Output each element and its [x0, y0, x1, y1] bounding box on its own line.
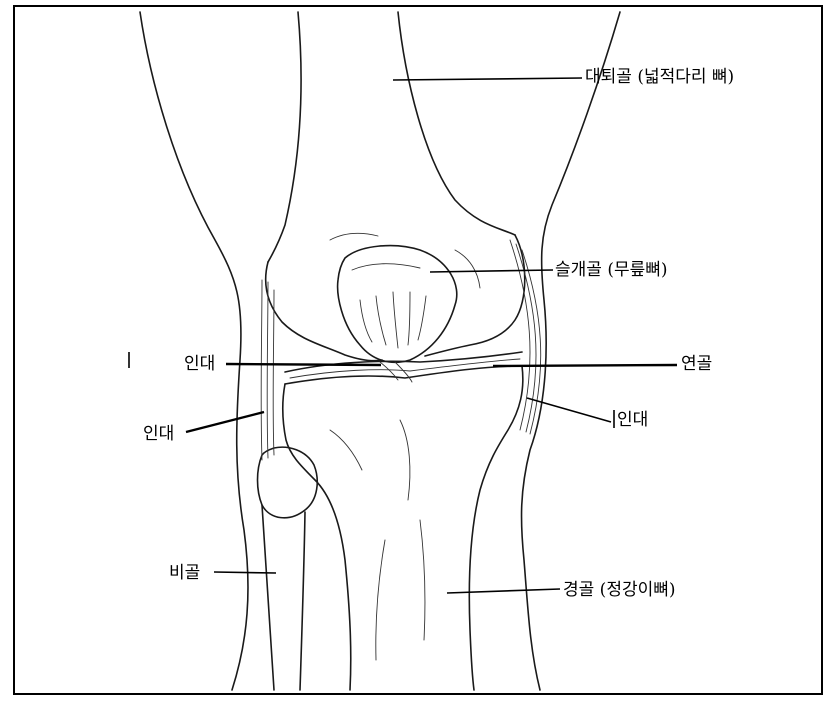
tibia-plateau-right	[469, 366, 523, 690]
femoral-condyle-right	[425, 235, 525, 356]
label-ligament-left: 인대	[143, 424, 174, 444]
label-ligament-center: 인대	[184, 354, 215, 374]
fibula-shaft-right	[300, 512, 305, 690]
tibia-plateau-left	[283, 384, 351, 690]
meniscus-band-bottom	[285, 366, 522, 384]
femur-shaft-right	[398, 12, 515, 235]
fibula-shaft-left	[262, 505, 274, 690]
femoral-condyle-left	[266, 262, 382, 361]
medial-ligament-lines	[261, 280, 262, 460]
label-fibula: 비골	[169, 563, 200, 583]
label-cartilage: 연골	[681, 354, 712, 374]
femur-shaft-left	[268, 12, 301, 262]
leader-femur	[393, 78, 582, 80]
leader-cartilage	[493, 365, 677, 366]
label-ligament-right: 인대	[617, 410, 648, 430]
label-patella: 슬개골 (무릎뼈)	[555, 260, 668, 280]
label-femur: 대퇴골 (넓적다리 뼈)	[585, 67, 734, 87]
leg-outline-left	[140, 12, 248, 690]
leader-tibia	[447, 589, 560, 593]
leader-fibula	[214, 572, 276, 573]
fibula-head	[258, 447, 318, 518]
leader-ligament-center	[226, 364, 381, 365]
label-tibia: 경골 (정강이뼈)	[563, 580, 676, 600]
leader-ligament-left	[186, 412, 264, 432]
